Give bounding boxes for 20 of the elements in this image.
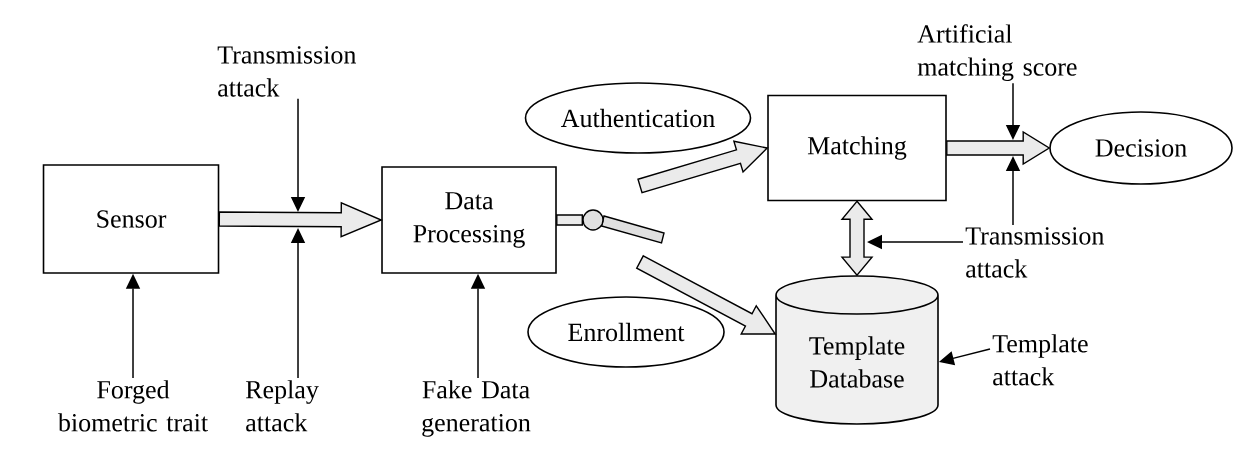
attack-label: Replay attack [245, 380, 319, 432]
process-box: Sensor [42, 164, 220, 274]
block-arrow [840, 200, 874, 277]
attack-label: Transmission attack [217, 46, 356, 97]
attack-label: Artificial matching score [917, 24, 1077, 82]
block-arrow [556, 214, 583, 226]
database-cylinder: Template Database [775, 275, 939, 425]
process-box: Data Processing [381, 166, 557, 274]
oval-label: Authentication [524, 82, 752, 154]
block-arrow [218, 201, 383, 238]
oval-label: Decision [1049, 111, 1233, 185]
switch-circle [582, 209, 604, 231]
process-box: Matching [767, 94, 947, 202]
oval-label: Enrollment [527, 296, 725, 368]
block-arrow [946, 130, 1051, 166]
attack-label: Template attack [992, 334, 1088, 386]
input-label: Fake Data generation [422, 380, 531, 437]
input-label: Forged biometric trait [57, 380, 208, 432]
block-arrow [637, 140, 769, 194]
attack-label: Transmission attack [965, 227, 1104, 278]
